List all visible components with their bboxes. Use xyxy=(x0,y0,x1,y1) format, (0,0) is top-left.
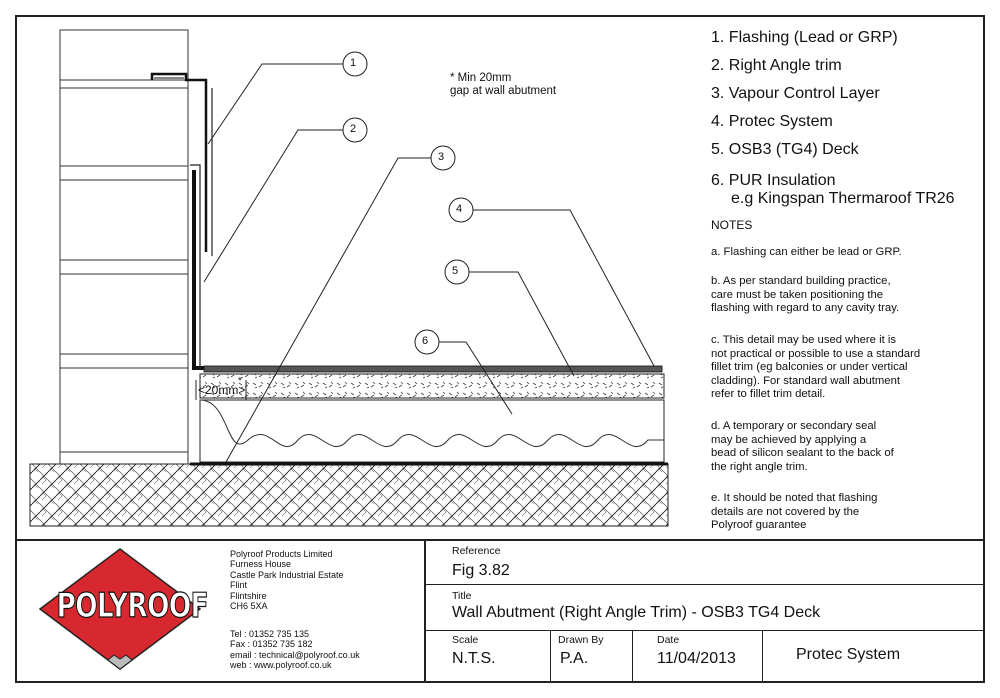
date-value: 11/04/2013 xyxy=(657,650,736,667)
notes-heading: NOTES xyxy=(711,218,753,232)
legend-item-6-example: e.g Kingspan Thermaroof TR26 xyxy=(731,190,955,207)
gap-note: * Min 20mm gap at wall abutment xyxy=(450,72,557,97)
rule-drawn xyxy=(632,631,633,683)
legend-item-3: 3. Vapour Control Layer xyxy=(711,85,880,102)
callout-3: 3 xyxy=(438,151,445,163)
protec-membrane xyxy=(203,365,663,373)
drawn-by-value: P.A. xyxy=(560,650,589,667)
rule-title xyxy=(425,630,985,631)
reference-label: Reference xyxy=(452,545,501,557)
title-value: Wall Abutment (Right Angle Trim) - OSB3 … xyxy=(452,604,821,621)
note-b: b. As per standard building practice, ca… xyxy=(711,275,900,315)
note-a: a. Flashing can either be lead or GRP. xyxy=(711,246,902,258)
legend-item-5: 5. OSB3 (TG4) Deck xyxy=(711,141,859,158)
callout-4: 4 xyxy=(456,203,463,215)
company-address: Polyroof Products Limited Furness House … xyxy=(230,549,344,612)
note-d: d. A temporary or secondary seal may be … xyxy=(711,420,894,473)
section-drawing xyxy=(29,29,669,527)
dimension-star: * xyxy=(238,376,242,387)
drawing-frame xyxy=(15,15,985,683)
callout-1: 1 xyxy=(350,57,357,69)
osb-deck xyxy=(199,373,665,399)
title-label: Title xyxy=(452,590,472,602)
brick-wall xyxy=(59,29,189,464)
system-value: Protec System xyxy=(796,646,901,663)
dimension-label: <20mm> xyxy=(198,383,246,397)
legend-item-6: 6. PUR Insulation xyxy=(711,172,836,189)
note-c: c. This detail may be used where it is n… xyxy=(711,334,921,401)
legend-item-2: 2. Right Angle trim xyxy=(711,57,842,74)
legend-item-1: 1. Flashing (Lead or GRP) xyxy=(711,29,898,46)
date-label: Date xyxy=(657,634,680,646)
reference-value: Fig 3.82 xyxy=(452,562,510,579)
callout-5: 5 xyxy=(452,265,459,277)
concrete-slab xyxy=(29,463,669,527)
scale-value: N.T.S. xyxy=(452,650,496,667)
logo-text: POLYROOF xyxy=(56,585,209,626)
rule-ref xyxy=(425,584,985,585)
title-block-top-rule xyxy=(15,539,985,541)
pur-insulation xyxy=(199,399,665,463)
drawn-by-label: Drawn By xyxy=(558,634,604,646)
note-e: e. It should be noted that flashing deta… xyxy=(711,492,878,532)
callout-6: 6 xyxy=(422,335,429,347)
callout-2: 2 xyxy=(350,123,357,135)
flashing xyxy=(150,72,208,252)
company-contact: Tel : 01352 735 135 Fax : 01352 735 182 … xyxy=(230,629,360,671)
rule-scale xyxy=(550,631,551,683)
title-block-divider xyxy=(424,540,426,683)
scale-label: Scale xyxy=(452,634,479,646)
polyroof-logo xyxy=(38,548,202,670)
rule-date xyxy=(762,631,763,683)
legend-item-4: 4. Protec System xyxy=(711,113,833,130)
